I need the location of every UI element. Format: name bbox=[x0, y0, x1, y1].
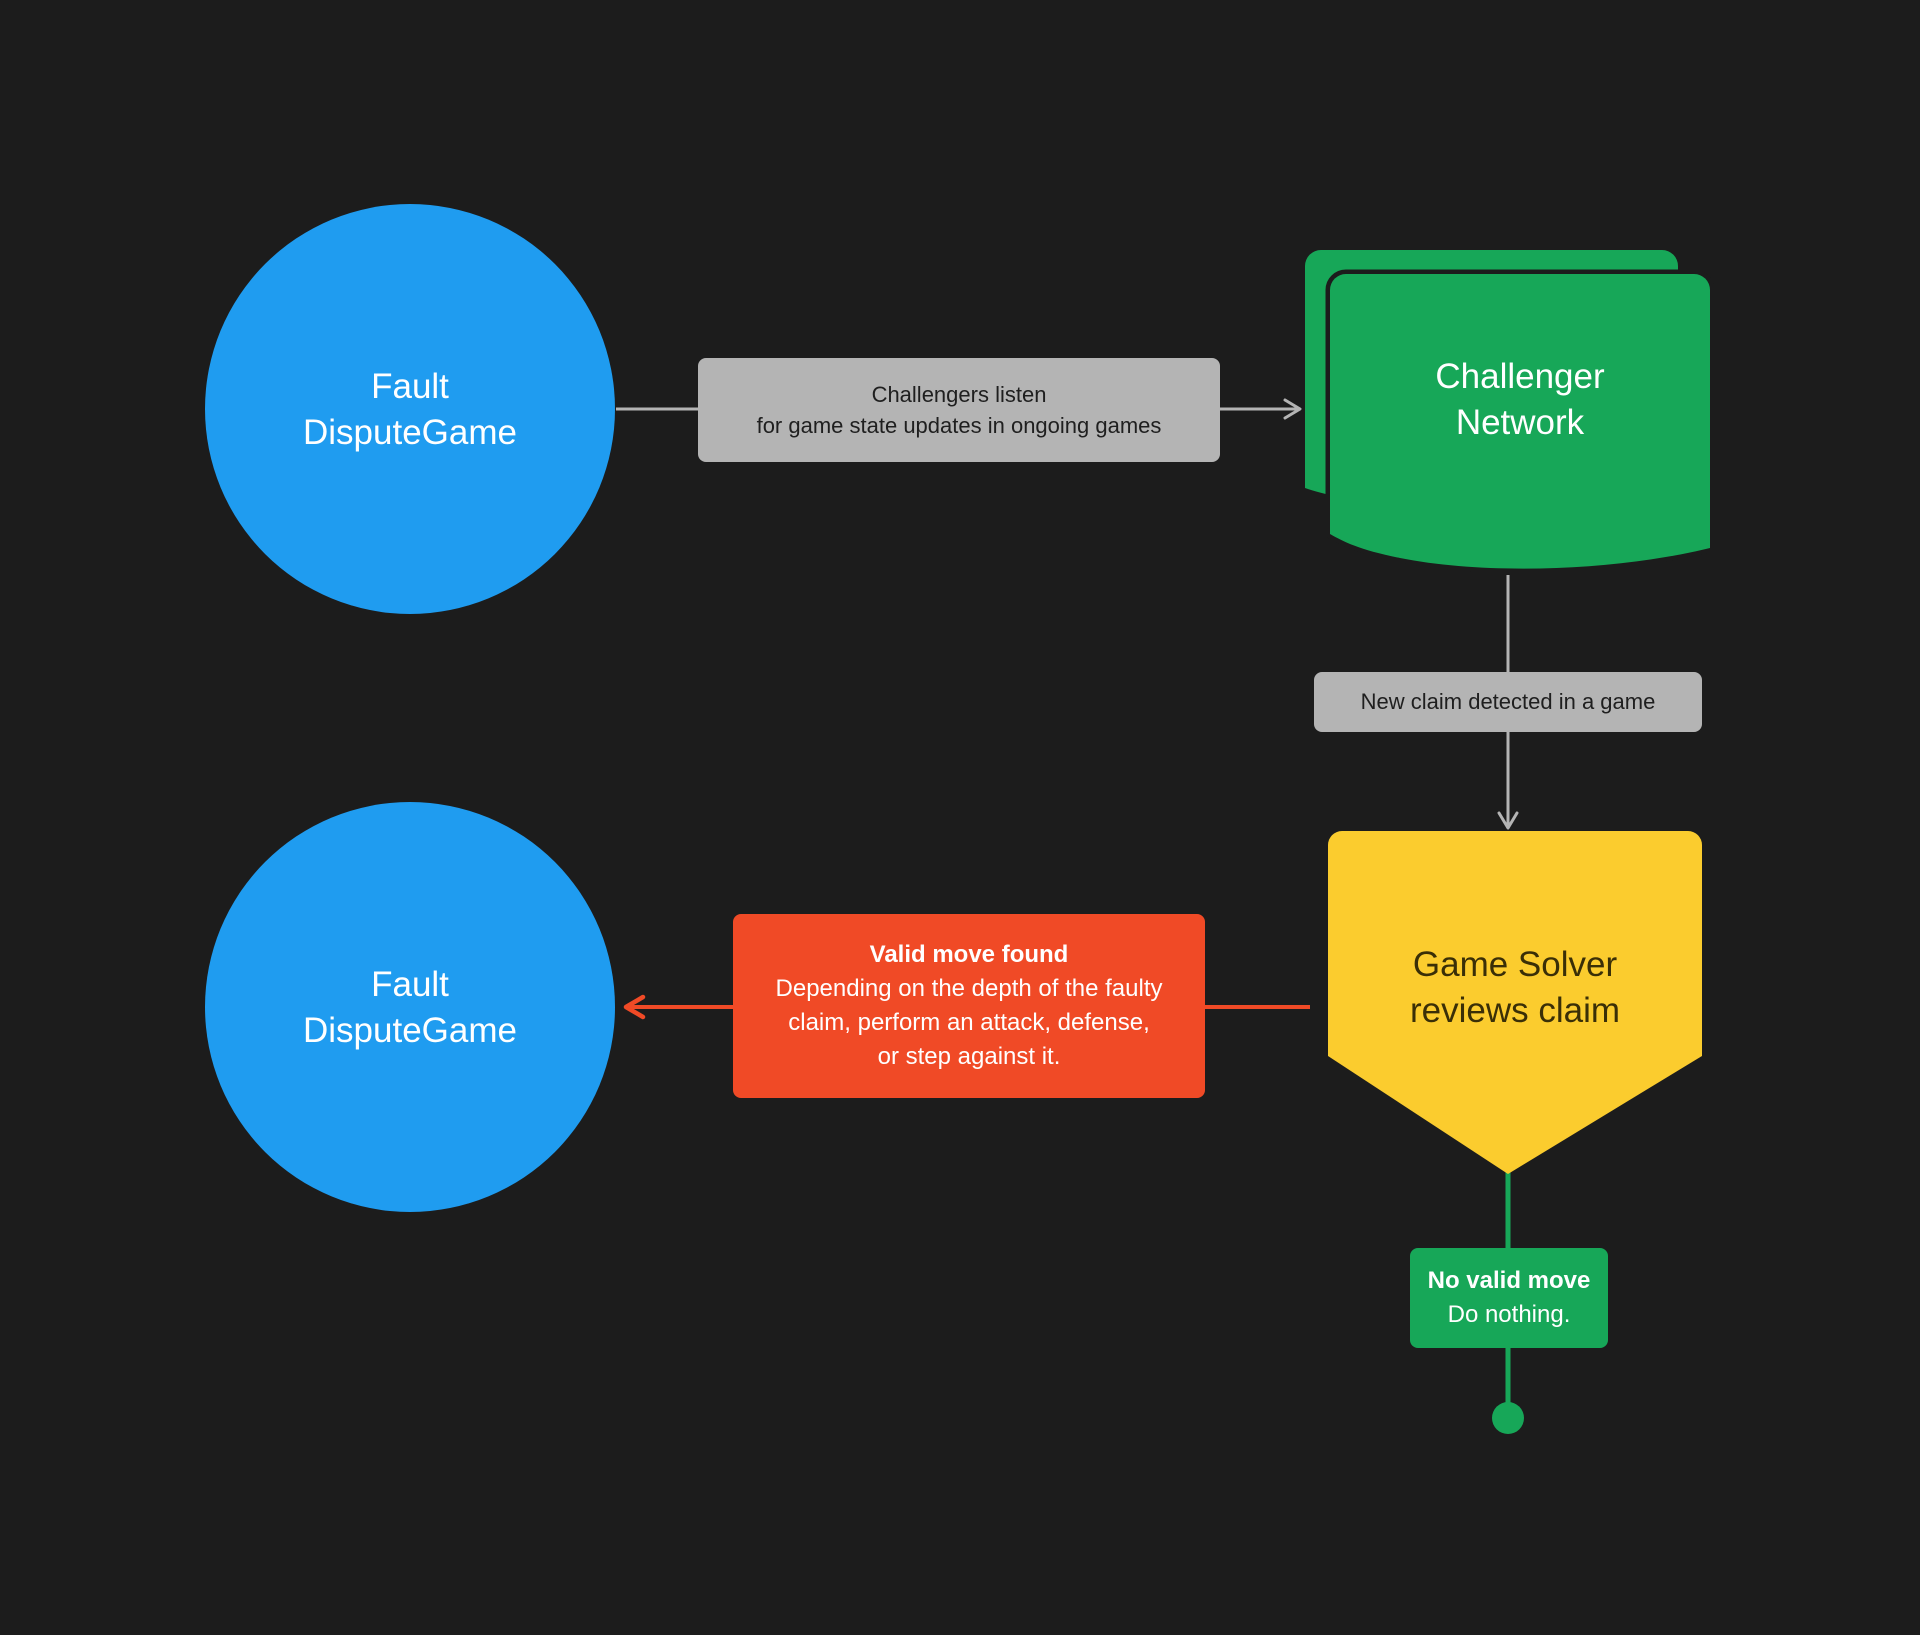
edge-label-heading: No valid move bbox=[1427, 1266, 1591, 1294]
edge-label-valid-move-found[interactable]: Valid move found Depending on the depth … bbox=[733, 914, 1205, 1098]
edge-label-line1: Do nothing. bbox=[1447, 1301, 1571, 1328]
node-game-solver-shape[interactable] bbox=[1328, 831, 1702, 1174]
node-challenger-network-shape[interactable] bbox=[1305, 250, 1715, 574]
edge-label-no-valid-move[interactable]: No valid move Do nothing. bbox=[1410, 1248, 1608, 1348]
edge-label-line2: for game state updates in ongoing games bbox=[756, 413, 1162, 438]
edge-label-heading: Valid move found bbox=[869, 940, 1069, 968]
edge-label-challengers-listen[interactable]: Challengers listen for game state update… bbox=[698, 358, 1220, 462]
node-fault-dispute-game-bottom-shape[interactable] bbox=[205, 802, 615, 1212]
challenger-network-front-sheet bbox=[1330, 274, 1710, 569]
edge-label-line1: Challengers listen bbox=[871, 381, 1047, 407]
node-fault-dispute-game-top-shape[interactable] bbox=[205, 204, 615, 614]
edge-label-new-claim-detected[interactable]: New claim detected in a game bbox=[1314, 672, 1702, 732]
terminator-dot bbox=[1492, 1402, 1524, 1434]
edge-label-line2: claim, perform an attack, defense, bbox=[788, 1009, 1150, 1036]
edge-label-line1: Depending on the depth of the faulty bbox=[775, 974, 1163, 1002]
edge-label-line3: or step against it. bbox=[877, 1043, 1061, 1071]
edge-label-line1: New claim detected in a game bbox=[1360, 689, 1656, 715]
